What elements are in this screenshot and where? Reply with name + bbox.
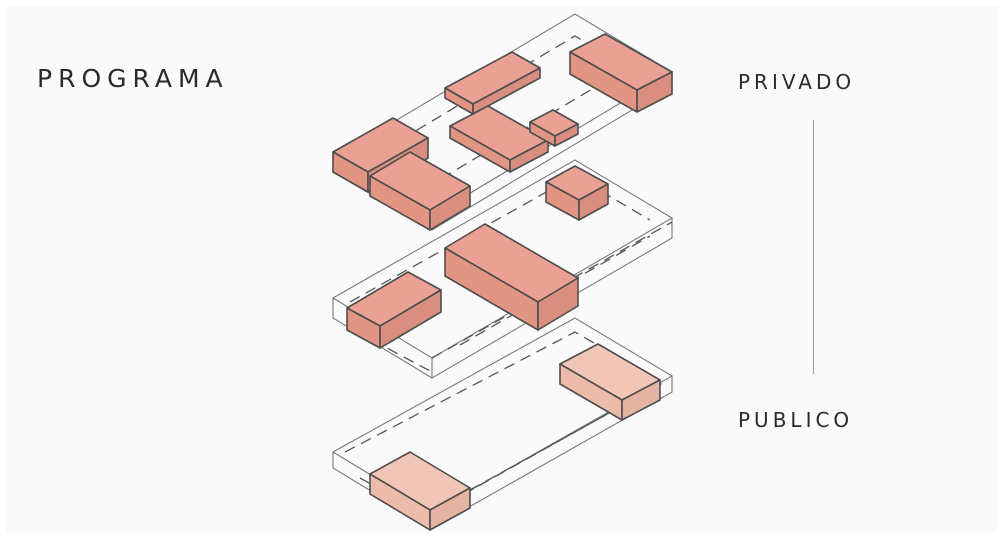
private-block bbox=[449, 105, 549, 173]
private-block bbox=[346, 271, 442, 349]
public-block bbox=[559, 343, 661, 421]
private-block bbox=[569, 33, 673, 113]
private-block bbox=[444, 51, 541, 115]
middle-blocks bbox=[346, 165, 609, 349]
private-block bbox=[545, 165, 609, 221]
lower-blocks bbox=[369, 343, 661, 531]
upper-blocks bbox=[332, 33, 673, 231]
page-title: PROGRAMA bbox=[37, 64, 229, 93]
private-block bbox=[529, 109, 579, 147]
public-block bbox=[369, 451, 471, 531]
scale-divider-line bbox=[813, 120, 814, 374]
scale-label-public: PUBLICO bbox=[738, 408, 854, 432]
private-block bbox=[369, 151, 471, 231]
private-block bbox=[444, 223, 579, 331]
scale-label-private: PRIVADO bbox=[738, 70, 856, 94]
